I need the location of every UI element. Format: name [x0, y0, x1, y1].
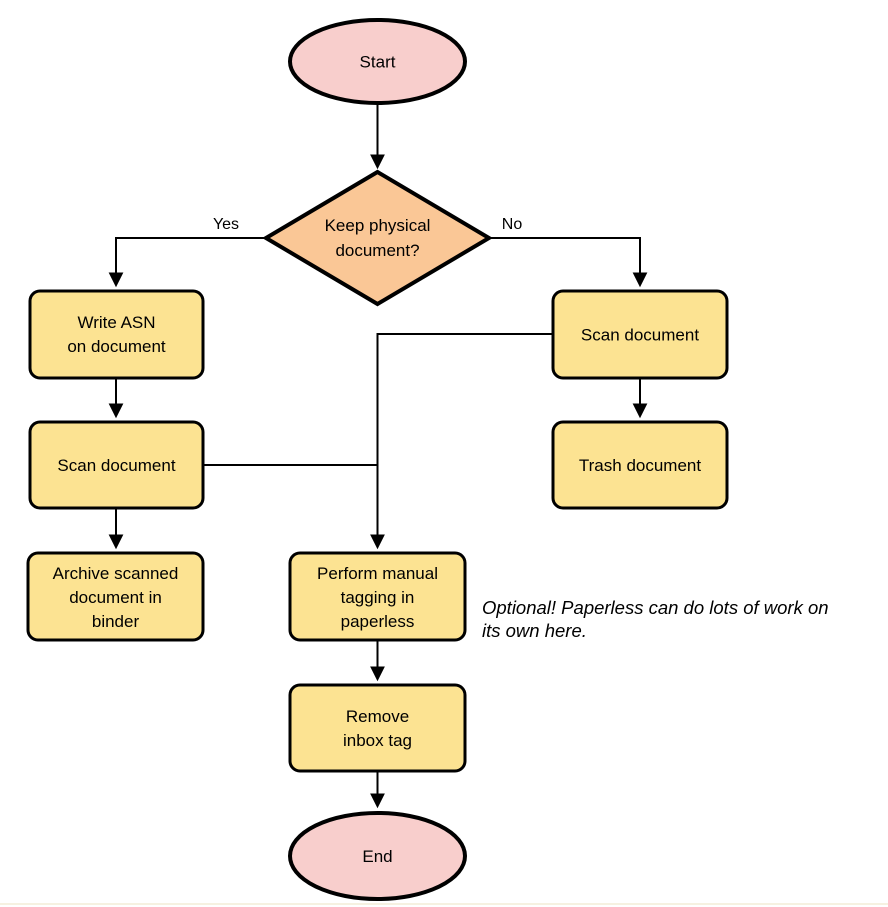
node-manual-tagging: Perform manual tagging in paperless: [288, 551, 467, 642]
edge-decision-yes-to-write-asn: [108, 237, 266, 288]
end-terminal-shape: [288, 811, 467, 901]
decision-diamond-shape: [262, 169, 493, 307]
remove-inbox-box: [288, 683, 467, 773]
archive-label-line3: binder: [92, 612, 140, 631]
node-keep-physical-decision: Keep physical document?: [262, 169, 493, 307]
annotation-optional-note: Optional! Paperless can do lots of work …: [482, 597, 829, 641]
node-start: Start: [288, 18, 467, 105]
decision-label-line2: document?: [335, 241, 419, 260]
remove-inbox-label-line2: inbox tag: [343, 731, 412, 750]
tagging-box: [288, 551, 467, 642]
write-asn-label-line2: on document: [67, 337, 166, 356]
edge-scan-right-to-tagging: [370, 333, 553, 550]
edge-label-no: No: [502, 216, 523, 233]
node-archive-binder: Archive scanned document in binder: [26, 551, 205, 642]
scan-right-box: [551, 289, 729, 380]
edges: Yes No: [108, 103, 648, 809]
node-write-asn: Write ASN on document: [28, 289, 205, 380]
trash-label: Trash document: [579, 456, 701, 475]
trash-box: [551, 420, 729, 510]
tagging-label-line3: paperless: [341, 612, 415, 631]
annotation-line1: Optional! Paperless can do lots of work …: [482, 597, 829, 618]
archive-label-line2: document in: [69, 588, 162, 607]
archive-box: [26, 551, 205, 642]
edge-decision-no-to-scan-right: [489, 237, 648, 288]
node-remove-inbox-tag: Remove inbox tag: [288, 683, 467, 773]
scan-left-label: Scan document: [57, 456, 175, 475]
node-trash-document: Trash document: [551, 420, 729, 510]
write-asn-label-line1: Write ASN: [77, 313, 155, 332]
annotation-line2: its own here.: [482, 620, 587, 641]
start-terminal-shape: [288, 18, 467, 105]
edge-label-yes: Yes: [213, 216, 239, 233]
write-asn-box: [28, 289, 205, 380]
node-scan-document-right: Scan document: [551, 289, 729, 380]
page-bottom-edge: [0, 903, 888, 905]
scan-right-label: Scan document: [581, 326, 699, 345]
decision-label-line1: Keep physical: [325, 216, 431, 235]
archive-label-line1: Archive scanned: [53, 564, 179, 583]
tagging-label-line1: Perform manual: [317, 564, 438, 583]
start-label: Start: [360, 53, 396, 72]
node-scan-document-left: Scan document: [28, 420, 205, 510]
end-label: End: [362, 847, 392, 866]
remove-inbox-label-line1: Remove: [346, 707, 409, 726]
tagging-label-line2: tagging in: [341, 588, 415, 607]
scan-left-box: [28, 420, 205, 510]
node-end: End: [288, 811, 467, 901]
